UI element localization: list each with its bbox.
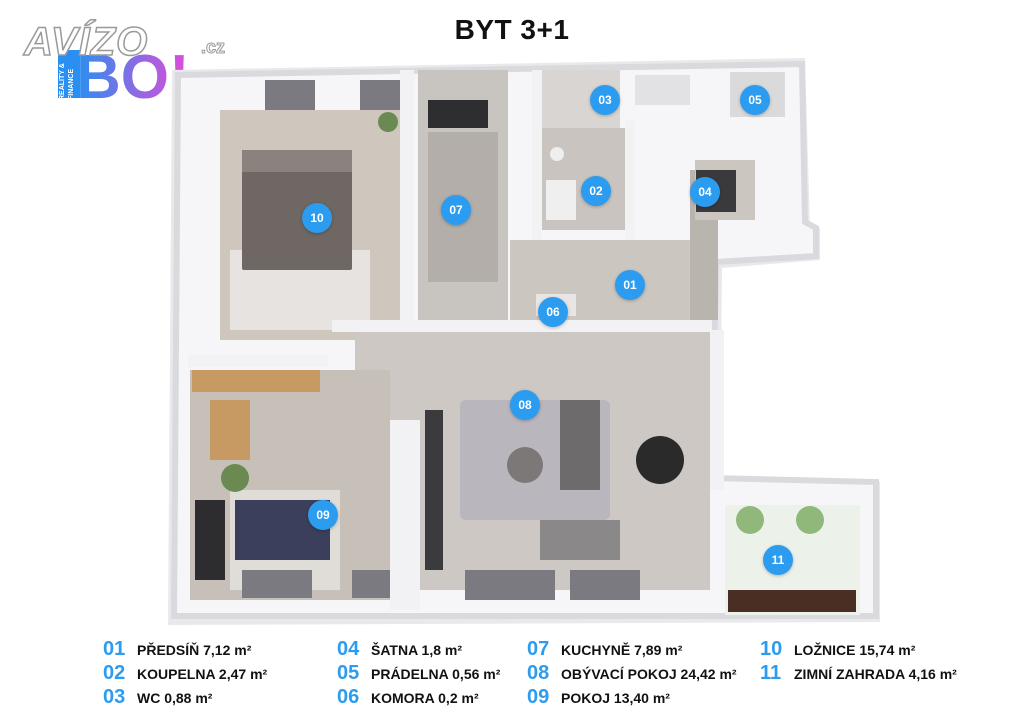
legend-label: PRÁDELNA 0,56 m² <box>371 666 501 682</box>
legend-label: PŘEDSÍŇ 7,12 m² <box>137 642 252 658</box>
legend-number: 02 <box>103 662 126 684</box>
legend-item: 02 KOUPELNA 2,47 m² <box>103 662 267 684</box>
legend-label: OBÝVACÍ POKOJ 24,42 m² <box>561 666 737 682</box>
legend-label: WC 0,88 m² <box>137 690 213 706</box>
logo-tld-text: .cz <box>200 37 226 58</box>
legend-label: ZIMNÍ ZAHRADA 4,16 m² <box>794 666 957 682</box>
legend-label: KOMORA 0,2 m² <box>371 690 479 706</box>
floor-plan: 01 02 03 04 05 06 07 08 09 10 11 <box>160 50 890 630</box>
room-marker-10[interactable]: 10 <box>302 203 332 233</box>
legend-label: KUCHYNĚ 7,89 m² <box>561 642 683 658</box>
legend-item: 06 KOMORA 0,2 m² <box>337 686 479 708</box>
room-marker-08[interactable]: 08 <box>510 390 540 420</box>
legend-item: 08 OBÝVACÍ POKOJ 24,42 m² <box>527 662 737 684</box>
legend-number: 09 <box>527 686 550 708</box>
legend-item: 05 PRÁDELNA 0,56 m² <box>337 662 500 684</box>
room-marker-07[interactable]: 07 <box>441 195 471 225</box>
room-marker-03[interactable]: 03 <box>590 85 620 115</box>
legend-item: 01 PŘEDSÍŇ 7,12 m² <box>103 638 251 660</box>
room-marker-04[interactable]: 04 <box>690 177 720 207</box>
bo-logo-text: BO! <box>76 44 190 102</box>
legend-number: 06 <box>337 686 360 708</box>
legend-label: POKOJ 13,40 m² <box>561 690 670 706</box>
page-title: BYT 3+1 <box>454 14 570 45</box>
room-marker-09[interactable]: 09 <box>308 500 338 530</box>
legend-label: ŠATNA 1,8 m² <box>371 642 463 658</box>
legend-number: 05 <box>337 662 360 684</box>
legend-item: 04 ŠATNA 1,8 m² <box>337 638 462 660</box>
legend-number: 01 <box>103 638 126 660</box>
legend-number: 10 <box>760 638 783 660</box>
room-marker-01[interactable]: 01 <box>615 270 645 300</box>
legend-number: 11 <box>760 662 782 684</box>
legend-number: 03 <box>103 686 126 708</box>
logo-aviso-text: AVÍZO <box>23 19 149 65</box>
room-legend: 01 PŘEDSÍŇ 7,12 m² 02 KOUPELNA 2,47 m² 0… <box>0 636 1024 724</box>
room-marker-11[interactable]: 11 <box>763 545 793 575</box>
legend-label: KOUPELNA 2,47 m² <box>137 666 268 682</box>
room-marker-05[interactable]: 05 <box>740 85 770 115</box>
bo-logo-graphic: BO! <box>58 44 190 102</box>
legend-label: LOŽNICE 15,74 m² <box>794 642 916 658</box>
legend-number: 04 <box>337 638 360 660</box>
legend-item: 10 LOŽNICE 15,74 m² <box>760 638 915 660</box>
room-marker-06[interactable]: 06 <box>538 297 568 327</box>
legend-item: 09 POKOJ 13,40 m² <box>527 686 670 708</box>
legend-number: 07 <box>527 638 550 660</box>
legend-item: 03 WC 0,88 m² <box>103 686 212 708</box>
floor-plan-graphic <box>168 58 880 625</box>
room-marker-02[interactable]: 02 <box>581 176 611 206</box>
legend-item: 11 ZIMNÍ ZAHRADA 4,16 m² <box>760 662 957 684</box>
legend-item: 07 KUCHYNĚ 7,89 m² <box>527 638 682 660</box>
legend-number: 08 <box>527 662 550 684</box>
bed-icon <box>242 150 352 270</box>
